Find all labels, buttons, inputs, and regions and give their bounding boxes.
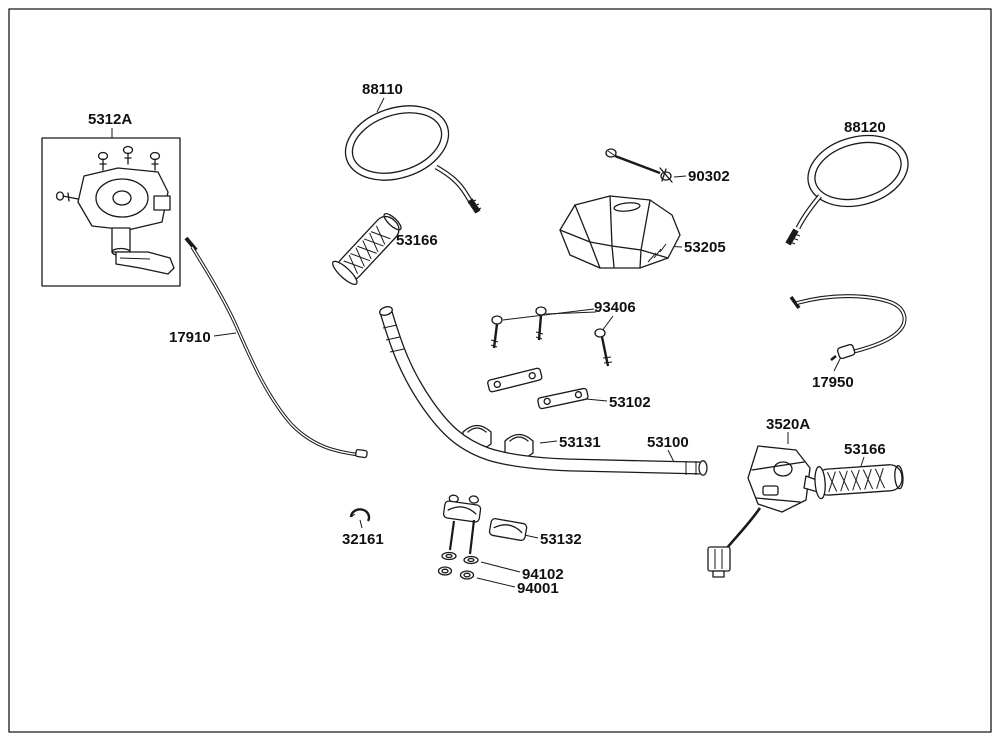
page-border [8,8,992,733]
part-label-17950: 17950 [812,374,854,391]
part-label-53100: 53100 [647,434,689,451]
part-cable-17910 [184,236,368,459]
part-washers-94102 [441,551,521,573]
part-label-32161: 32161 [342,531,384,548]
part-nuts-94001 [437,566,516,588]
part-label-93406: 93406 [594,299,636,316]
part-mirror-left-88110 [344,97,482,214]
part-label-53132: 53132 [540,531,582,548]
part-cable-17950 [789,294,907,372]
part-handlebar-cover-53205 [559,195,683,269]
part-screws-93406 [490,306,614,367]
part-handlebar-53100 [379,306,708,476]
part-label-53102: 53102 [609,394,651,411]
part-clamps-53132 [442,494,539,555]
part-labels: 5312A 88110 90302 88120 53166 53205 9340… [88,81,886,597]
part-label-88120: 88120 [844,119,886,136]
part-grip-left-53166 [331,212,402,286]
part-label-5312A: 5312A [88,111,132,128]
part-label-53205: 53205 [684,239,726,256]
part-screw-90302 [605,148,687,183]
part-clip-32161 [349,508,371,529]
part-label-53166-right: 53166 [844,441,886,458]
part-label-53131: 53131 [559,434,601,451]
part-label-94001: 94001 [517,580,559,597]
part-label-3520A: 3520A [766,416,810,433]
part-label-90302: 90302 [688,168,730,185]
part-label-53166-left: 53166 [396,232,438,249]
part-mirror-right-88120 [785,134,909,246]
part-master-cylinder-5312A [41,128,181,287]
part-label-88110: 88110 [362,81,403,98]
part-label-94102: 94102 [522,566,564,583]
part-label-17910: 17910 [169,329,211,346]
part-switch-housing-3520A [707,432,823,578]
part-grip-right-53166 [814,456,904,500]
part-brackets-53102 [487,367,608,410]
